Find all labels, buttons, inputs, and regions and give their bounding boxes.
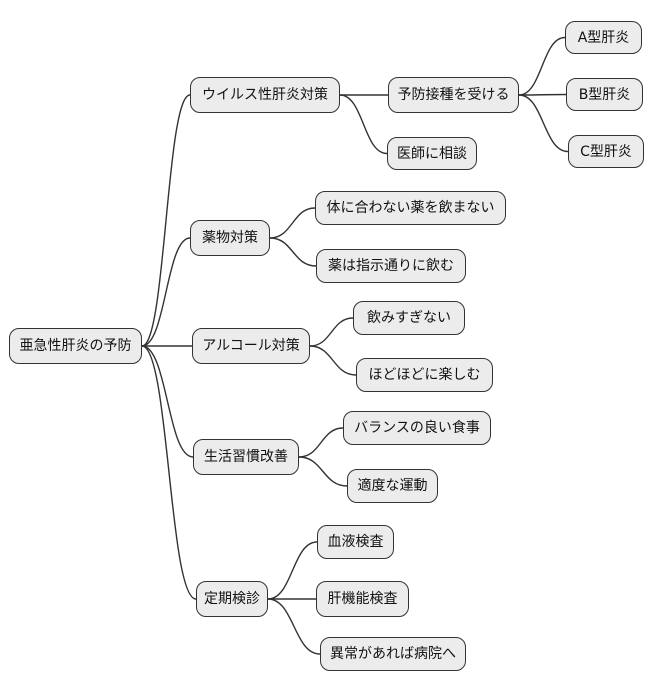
mindmap-node-hepC: C型肝炎 bbox=[568, 135, 644, 168]
node-label-root: 亜急性肝炎の予防 bbox=[19, 338, 132, 354]
mindmap-node-alcohol: アルコール対策 bbox=[192, 328, 310, 364]
node-label-hepB: B型肝炎 bbox=[578, 86, 631, 103]
node-label-hepA: A型肝炎 bbox=[577, 29, 630, 46]
mindmap-node-life2: 適度な運動 bbox=[347, 469, 438, 503]
mindmap-node-virus: ウイルス性肝炎対策 bbox=[190, 77, 340, 113]
node-label-drug2: 薬は指示通りに飲む bbox=[328, 258, 454, 274]
node-label-alc2: ほどほどに楽しむ bbox=[368, 367, 481, 383]
edge-root-checkup bbox=[141, 345, 197, 600]
edge-vaccine-hepA bbox=[518, 36, 566, 96]
node-label-drug: 薬物対策 bbox=[202, 230, 258, 246]
mindmap-node-hepB: B型肝炎 bbox=[566, 78, 643, 111]
node-label-chk3: 異常があれば病院へ bbox=[330, 646, 456, 662]
mindmap-node-drug: 薬物対策 bbox=[190, 220, 270, 256]
mindmap-node-chk2: 肝機能検査 bbox=[316, 581, 409, 617]
mindmap-node-doctor: 医師に相談 bbox=[387, 137, 477, 170]
edge-lifestyle-life2 bbox=[298, 456, 348, 487]
mindmap-node-vaccine: 予防接種を受ける bbox=[388, 77, 519, 113]
edge-drug-drug1 bbox=[269, 207, 316, 239]
node-label-life2: 適度な運動 bbox=[357, 478, 428, 494]
edge-alcohol-alc1 bbox=[309, 317, 354, 347]
mindmap-node-alc1: 飲みすぎない bbox=[353, 301, 465, 335]
node-label-hepC: C型肝炎 bbox=[580, 143, 632, 160]
node-label-virus: ウイルス性肝炎対策 bbox=[202, 87, 328, 103]
edge-alcohol-alc2 bbox=[309, 345, 357, 376]
node-label-drug1: 体に合わない薬を飲まない bbox=[326, 200, 495, 216]
mindmap-node-root: 亜急性肝炎の予防 bbox=[9, 328, 142, 364]
edge-lifestyle-life1 bbox=[298, 427, 344, 458]
node-label-vaccine: 予防接種を受ける bbox=[397, 87, 510, 103]
node-label-checkup: 定期検診 bbox=[204, 591, 260, 607]
mindmap-node-drug1: 体に合わない薬を飲まない bbox=[315, 191, 506, 225]
node-label-chk2: 肝機能検査 bbox=[327, 591, 398, 607]
mindmap-node-hepA: A型肝炎 bbox=[565, 21, 642, 54]
edge-checkup-chk3 bbox=[267, 598, 321, 655]
node-label-alc1: 飲みすぎない bbox=[367, 310, 451, 326]
node-label-lifestyle: 生活習慣改善 bbox=[204, 449, 288, 465]
edge-checkup-chk1 bbox=[267, 541, 318, 600]
edge-vaccine-hepB bbox=[518, 93, 567, 96]
node-label-doctor: 医師に相談 bbox=[397, 145, 467, 162]
mindmap-node-alc2: ほどほどに楽しむ bbox=[356, 358, 493, 392]
edge-drug-drug2 bbox=[269, 237, 317, 267]
mindmap-node-chk3: 異常があれば病院へ bbox=[320, 637, 466, 671]
mindmap-node-life1: バランスの良い食事 bbox=[343, 411, 491, 445]
mindmap-node-drug2: 薬は指示通りに飲む bbox=[316, 249, 466, 283]
edge-root-drug bbox=[141, 237, 191, 347]
edge-root-lifestyle bbox=[141, 345, 194, 458]
mindmap-node-checkup: 定期検診 bbox=[196, 581, 268, 617]
edge-vaccine-hepC bbox=[518, 94, 569, 153]
mindmap-node-lifestyle: 生活習慣改善 bbox=[193, 439, 299, 475]
node-label-life1: バランスの良い食事 bbox=[354, 420, 480, 436]
node-label-chk1: 血液検査 bbox=[327, 534, 384, 550]
node-label-alcohol: アルコール対策 bbox=[202, 338, 300, 354]
edge-virus-doctor bbox=[339, 94, 388, 155]
edge-root-virus bbox=[141, 94, 191, 347]
mindmap-node-chk1: 血液検査 bbox=[317, 525, 394, 559]
